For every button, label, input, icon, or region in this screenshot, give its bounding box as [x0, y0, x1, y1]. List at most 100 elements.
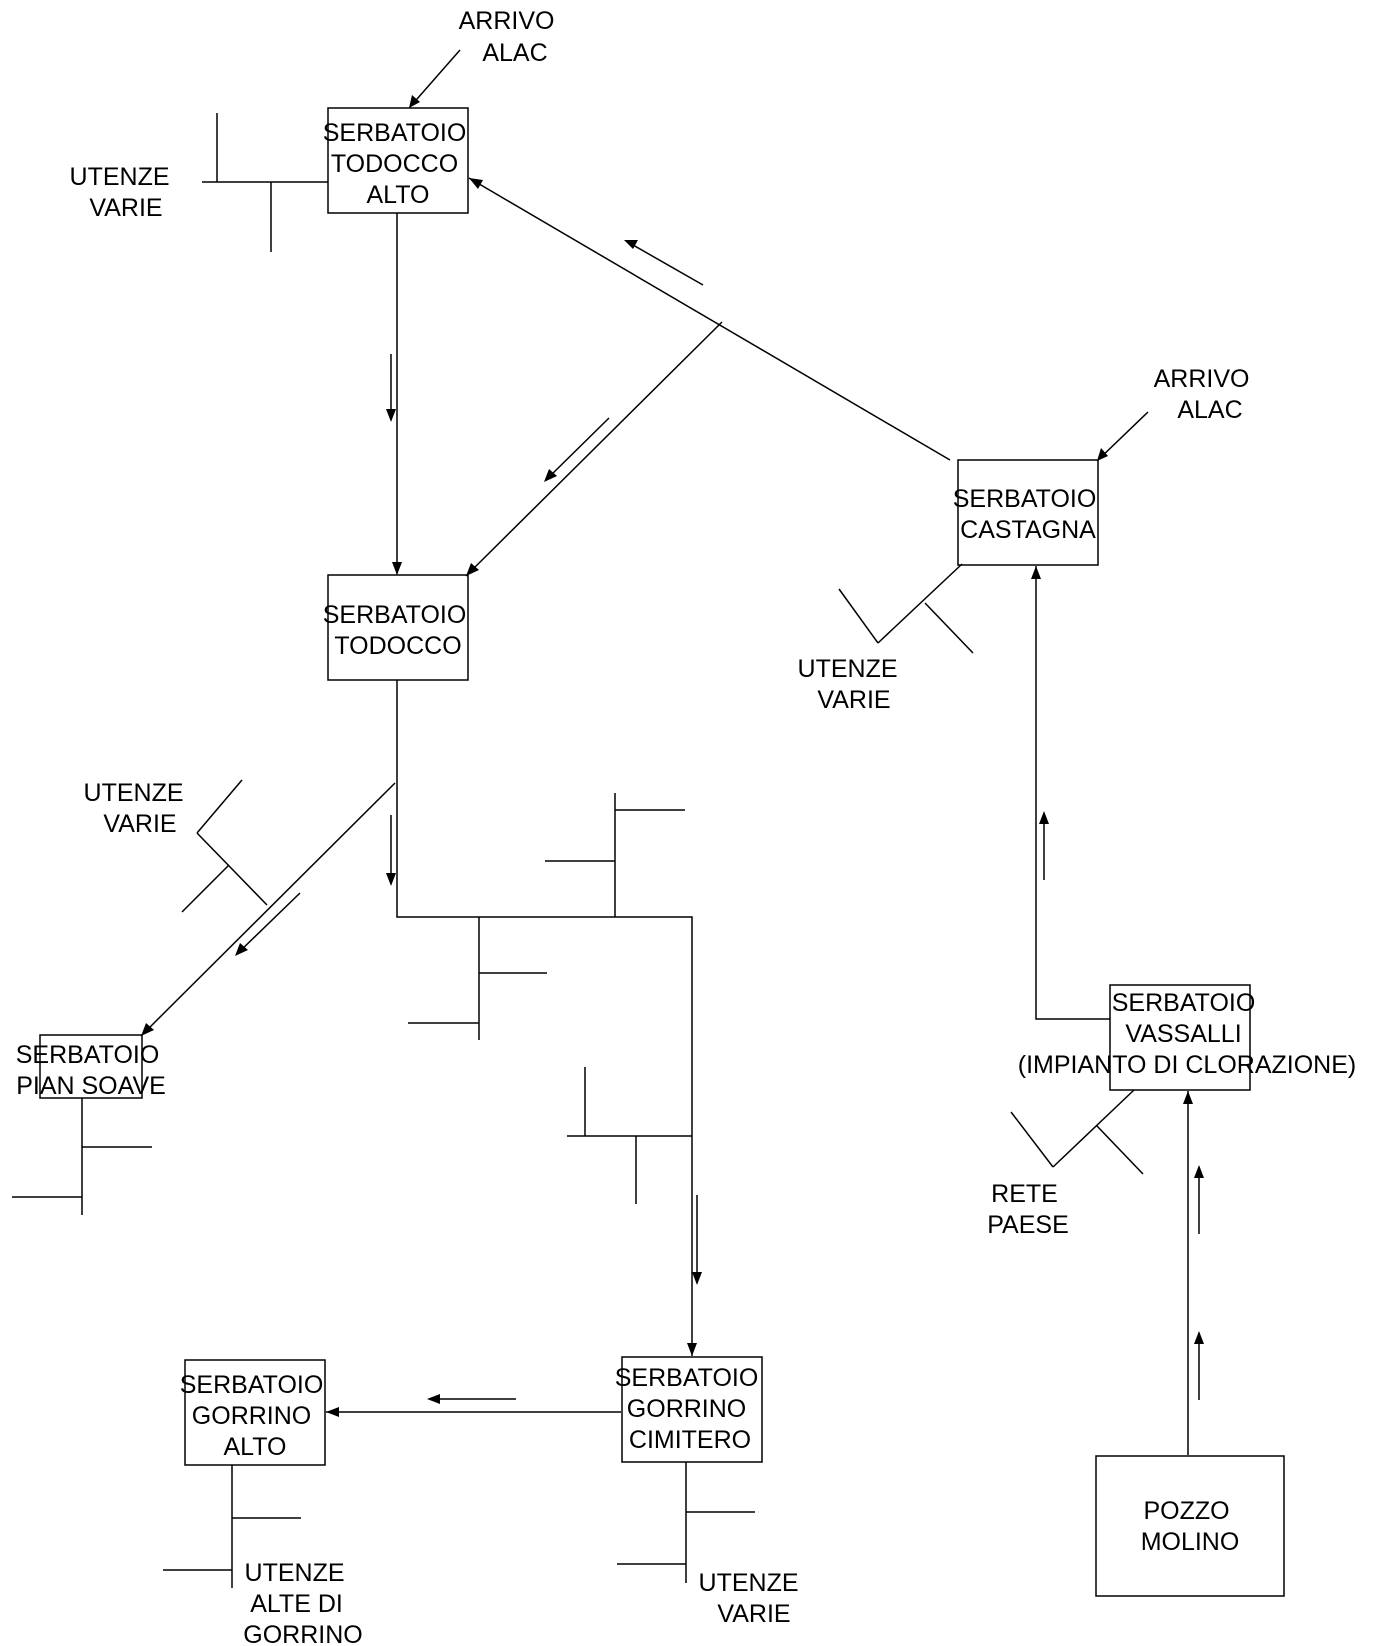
pipe-todocco-pian-soave	[140, 782, 396, 1037]
pipes	[140, 49, 1189, 1455]
branch-tick	[1096, 1125, 1144, 1175]
branch-tick	[838, 588, 879, 644]
text-line: SERBATOIO	[615, 1364, 759, 1392]
label-utenze-varie-castagna: UTENZE VARIE	[798, 655, 905, 714]
label-utenze-alte-gorrino: UTENZE ALTE DI GORRINO	[243, 1559, 362, 1646]
node-box-pozzo-molino	[1095, 1455, 1285, 1597]
node-box-todocco-alto	[327, 107, 469, 214]
node-box-todocco	[327, 574, 469, 681]
label-utenze-varie-cimitero: UTENZE VARIE	[699, 1569, 806, 1628]
arrowhead	[235, 943, 248, 956]
text-line: (IMPIANTO DI CLORAZIONE)	[1018, 1051, 1356, 1079]
text-line: PIAN SOAVE	[16, 1072, 166, 1100]
text-line: UTENZE	[245, 1559, 345, 1587]
arrowhead	[386, 409, 396, 422]
text-line: ALTE DI	[250, 1590, 343, 1618]
node-label-todocco: SERBATOIO TODOCCO	[323, 601, 474, 660]
text-line: ALTO	[367, 181, 430, 209]
node-label-pian-soave: SERBATOIO PIAN SOAVE	[16, 1041, 167, 1100]
arrowhead	[326, 1407, 339, 1417]
node-label-gorrino-alto: SERBATOIO GORRINO ALTO	[180, 1371, 331, 1461]
flow-arrow	[236, 892, 301, 955]
node-box-vassalli	[1109, 984, 1251, 1091]
text-line: VARIE	[717, 1600, 790, 1628]
text-line: RETE	[991, 1180, 1058, 1208]
text-line: SERBATOIO	[953, 485, 1097, 513]
text-line: UTENZE	[70, 163, 170, 191]
pipe-arrowheads	[141, 95, 1193, 1417]
text-line: UTENZE	[84, 779, 184, 807]
flow-direction-indicators	[235, 240, 1204, 1404]
branch-tick	[196, 779, 243, 834]
text-line: SERBATOIO	[1112, 989, 1256, 1017]
arrowhead	[1097, 448, 1108, 461]
text-line: UTENZE	[699, 1569, 799, 1597]
text-line: VARIE	[103, 810, 176, 838]
text-line: CIMITERO	[629, 1426, 751, 1454]
pipe-branch-todocco	[465, 321, 723, 577]
arrowhead	[386, 873, 396, 886]
pipe-castagna-todocco-alto	[468, 177, 951, 461]
arrowhead	[392, 562, 402, 575]
pipe-vassalli-castagna	[1035, 566, 1110, 1020]
text-line: UTENZE	[798, 655, 898, 683]
arrowhead	[466, 563, 479, 576]
label-utenze-varie-left: UTENZE VARIE	[84, 779, 191, 838]
arrowhead	[544, 469, 557, 482]
text-line: SERBATOIO	[180, 1371, 324, 1399]
pipe-alac-castagna	[1096, 411, 1149, 462]
node-label-gorrino-cimitero: SERBATOIO GORRINO CIMITERO	[615, 1364, 766, 1454]
arrowhead	[1194, 1331, 1204, 1344]
text-line: TODOCCO	[334, 632, 461, 660]
text-line: ALAC	[482, 39, 547, 67]
text-line: MOLINO	[1141, 1528, 1240, 1556]
text-line: SERBATOIO	[323, 601, 467, 629]
arrowhead	[624, 240, 638, 249]
arrowhead	[692, 1272, 702, 1285]
text-line: GORRINO	[192, 1402, 311, 1430]
text-line: ARRIVO	[459, 7, 555, 35]
text-line: PAESE	[987, 1211, 1069, 1239]
flow-arrow	[545, 417, 610, 481]
arrowhead	[141, 1023, 154, 1036]
label-arrivo-alac-top: ARRIVO ALAC	[459, 7, 562, 67]
branch-rete-paese	[1052, 1089, 1135, 1168]
node-box-gorrino-alto	[184, 1359, 326, 1466]
text-line: TODOCCO	[331, 150, 458, 178]
text-line: ALTO	[224, 1433, 287, 1461]
branch-tick	[181, 864, 230, 913]
distribution-branches	[12, 113, 1144, 1588]
node-box-castagna	[957, 459, 1099, 566]
text-line: CASTAGNA	[960, 516, 1096, 544]
flow-arrow	[625, 240, 704, 286]
text-line: POZZO	[1143, 1497, 1229, 1525]
node-label-todocco-alto: SERBATOIO TODOCCO ALTO	[323, 119, 474, 209]
label-utenze-varie-todocco-alto: UTENZE VARIE	[70, 163, 177, 222]
arrowhead	[1194, 1165, 1204, 1178]
node-label-castagna: SERBATOIO CASTAGNA	[953, 485, 1104, 544]
arrowhead	[1039, 811, 1049, 824]
branch-utenze-left	[196, 832, 268, 906]
node-box-pian-soave	[39, 1034, 143, 1099]
arrowhead	[409, 95, 420, 108]
label-arrivo-alac-right: ARRIVO ALAC	[1154, 365, 1257, 424]
pipe-todocco-gorrino-cimitero	[396, 680, 693, 1356]
label-rete-paese: RETE PAESE	[987, 1180, 1069, 1239]
branch-tick	[1010, 1111, 1054, 1168]
text-line: GORRINO	[627, 1395, 746, 1423]
text-line: VARIE	[89, 194, 162, 222]
text-line: SERBATOIO	[16, 1041, 160, 1069]
pipe-alac-todocco-alto	[409, 49, 461, 108]
text-line: ALAC	[1177, 396, 1242, 424]
node-label-pozzo-molino: POZZO MOLINO	[1141, 1497, 1240, 1556]
arrowhead	[427, 1394, 440, 1404]
node-box-gorrino-cimitero	[621, 1356, 763, 1463]
arrowhead	[469, 178, 483, 189]
node-label-vassalli: SERBATOIO VASSALLI (IMPIANTO DI CLORAZIO…	[1018, 989, 1356, 1079]
text-line: VASSALLI	[1125, 1020, 1241, 1048]
text-line: VARIE	[817, 686, 890, 714]
annotation-labels: ARRIVO ALAC ARRIVO ALAC UTENZE VARIE UTE…	[70, 7, 1257, 1646]
text-line: SERBATOIO	[323, 119, 467, 147]
node-labels: SERBATOIO TODOCCO ALTO SERBATOIO TODOCCO…	[16, 119, 1356, 1556]
